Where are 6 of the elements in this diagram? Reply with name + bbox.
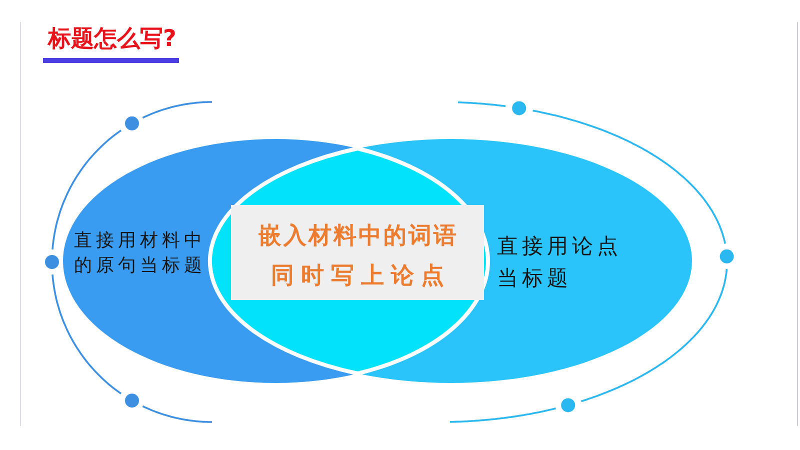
ellipse-label: 直接用论点当标题 <box>497 233 623 292</box>
box-text: 同时写上论点 <box>270 262 452 291</box>
ellipse-label: 直接用材料中的原句当标题 <box>74 229 207 278</box>
slide-title: 标题怎么写? <box>48 25 176 54</box>
text-box <box>231 205 484 300</box>
box-text: 嵌入材料中的词语 <box>258 222 460 251</box>
